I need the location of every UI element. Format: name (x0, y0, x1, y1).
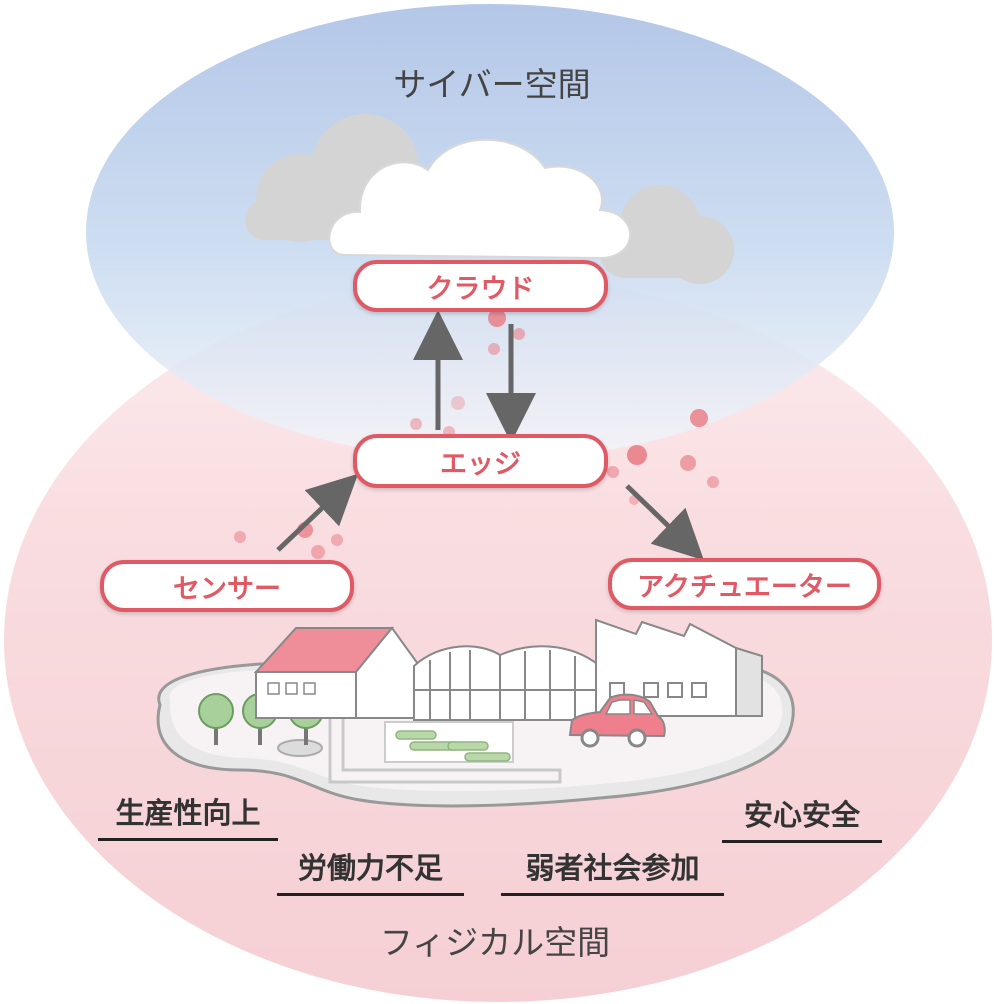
data-flow-dots (234, 309, 719, 559)
greenhouse-icon (413, 645, 601, 721)
physical-space-ellipse (4, 278, 992, 1002)
car-icon (568, 693, 666, 748)
cloud-node: クラウド (353, 260, 608, 312)
arrow-edge-to-actuator (625, 484, 704, 561)
sensor-node: センサー (100, 560, 354, 612)
edge-node: エッジ (353, 434, 608, 488)
issue-vulnerable-participation: 弱者社会参加 (501, 845, 724, 896)
town-illustration-icon (156, 618, 795, 808)
issue-labor-shortage: 労働力不足 (277, 845, 464, 896)
cloud-icon (328, 138, 631, 260)
cloud-icon-back (245, 114, 734, 284)
arrow-sensor-to-edge (276, 473, 359, 552)
physical-space-label: フィジカル空間 (379, 923, 611, 962)
factory-icon (595, 618, 763, 717)
actuator-node: アクチュエーター (608, 558, 881, 610)
house-icon (253, 626, 419, 719)
cyber-space-label: サイバー空間 (393, 65, 591, 104)
issue-safety: 安心安全 (722, 792, 882, 843)
issue-productivity: 生産性向上 (98, 790, 278, 841)
